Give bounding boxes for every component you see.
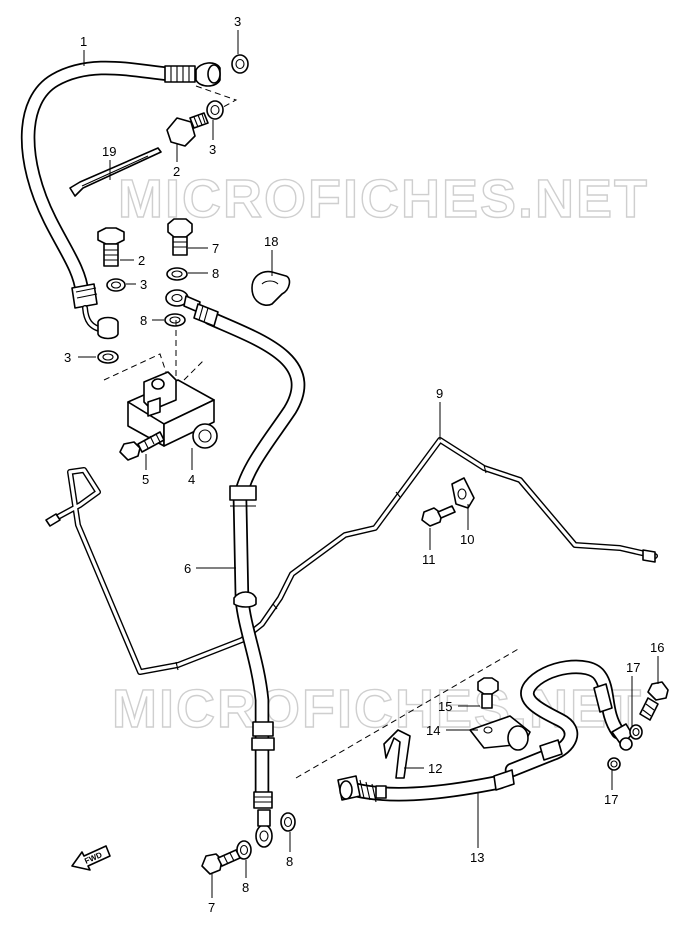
part-3-washer-a <box>231 54 249 74</box>
callout-8: 8 <box>140 313 147 328</box>
callout-labels: 1 3 3 2 19 2 3 3 7 8 8 18 5 4 9 10 11 6 … <box>64 14 664 915</box>
callout-8: 8 <box>286 854 293 869</box>
part-15-bolt <box>477 677 499 709</box>
part-14-bracket <box>469 715 531 751</box>
callout-4: 4 <box>188 472 195 487</box>
part-12-clip <box>383 729 411 779</box>
callout-3: 3 <box>234 14 241 29</box>
leader-lines <box>78 30 659 898</box>
part-8-washer-b <box>164 313 186 327</box>
watermark-top: MICROFICHES.NET <box>118 169 649 229</box>
part-7-union-bolt-a <box>167 218 193 256</box>
part-17-washer-b <box>607 757 621 771</box>
callout-17: 17 <box>626 660 640 675</box>
callout-3: 3 <box>140 277 147 292</box>
part-18-clip <box>251 270 291 306</box>
callout-19: 19 <box>102 144 116 159</box>
part-9-brake-pipe <box>45 437 658 675</box>
callout-15: 15 <box>438 699 452 714</box>
callout-16: 16 <box>650 640 664 655</box>
callout-11: 11 <box>422 552 436 567</box>
fwd-arrow-icon: FWD <box>71 845 111 871</box>
part-11-bolt <box>421 505 456 527</box>
part-17-washer-a <box>629 724 643 740</box>
callout-5: 5 <box>142 472 149 487</box>
callout-3: 3 <box>64 350 71 365</box>
part-5-bolt <box>119 431 165 461</box>
callout-8: 8 <box>242 880 249 895</box>
callout-1: 1 <box>80 34 87 49</box>
callout-2: 2 <box>173 164 180 179</box>
callout-9: 9 <box>436 386 443 401</box>
part-4-brake-joint <box>103 320 218 449</box>
part-3-washer-c <box>106 278 126 292</box>
part-2-union-bolt-a <box>166 112 209 147</box>
part-3-washer-d <box>97 350 119 364</box>
part-6-brake-hose <box>165 289 306 848</box>
callout-7: 7 <box>208 900 215 915</box>
part-1-brake-hose <box>20 60 221 340</box>
part-3-washer-b <box>206 100 224 120</box>
part-8-washer-a <box>166 267 188 281</box>
callout-8: 8 <box>212 266 219 281</box>
callout-17: 17 <box>604 792 618 807</box>
part-19-cable-tie <box>69 147 162 197</box>
callout-7: 7 <box>212 241 219 256</box>
part-13-brake-hose <box>295 647 633 803</box>
part-8-washer-d <box>236 840 252 860</box>
callout-6: 6 <box>184 561 191 576</box>
part-16-bolt <box>639 681 669 721</box>
callout-2: 2 <box>138 253 145 268</box>
part-7-union-bolt-b <box>201 849 241 875</box>
callout-13: 13 <box>470 850 484 865</box>
part-8-washer-c <box>280 812 296 832</box>
callout-14: 14 <box>426 723 440 738</box>
part-2-union-bolt-b <box>97 227 125 267</box>
callout-10: 10 <box>460 532 474 547</box>
callout-3: 3 <box>209 142 216 157</box>
callout-12: 12 <box>428 761 442 776</box>
callout-18: 18 <box>264 234 278 249</box>
part-10-clamp <box>451 477 475 509</box>
